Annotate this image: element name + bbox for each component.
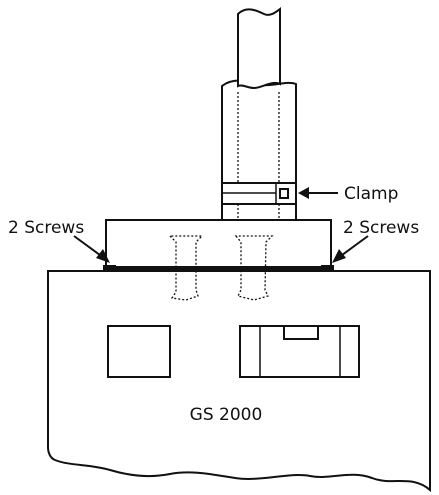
hidden-bores xyxy=(168,235,274,301)
screws-left-arrow xyxy=(73,235,110,263)
mounting-base xyxy=(105,219,332,271)
display-window xyxy=(107,325,171,378)
clamp-label: Clamp xyxy=(344,184,398,204)
gs2000-body xyxy=(47,270,431,493)
device-label: GS 2000 xyxy=(190,405,263,425)
inner-shaft xyxy=(237,6,281,90)
level-indicator xyxy=(239,325,360,378)
clamp xyxy=(221,182,297,205)
screws-right-arrow xyxy=(332,235,369,263)
screw-right xyxy=(321,265,334,271)
screws-right-label: 2 Screws xyxy=(343,218,419,238)
screws-left-label: 2 Screws xyxy=(8,218,84,238)
screw-left xyxy=(103,265,116,271)
clamp-arrow xyxy=(298,187,338,199)
